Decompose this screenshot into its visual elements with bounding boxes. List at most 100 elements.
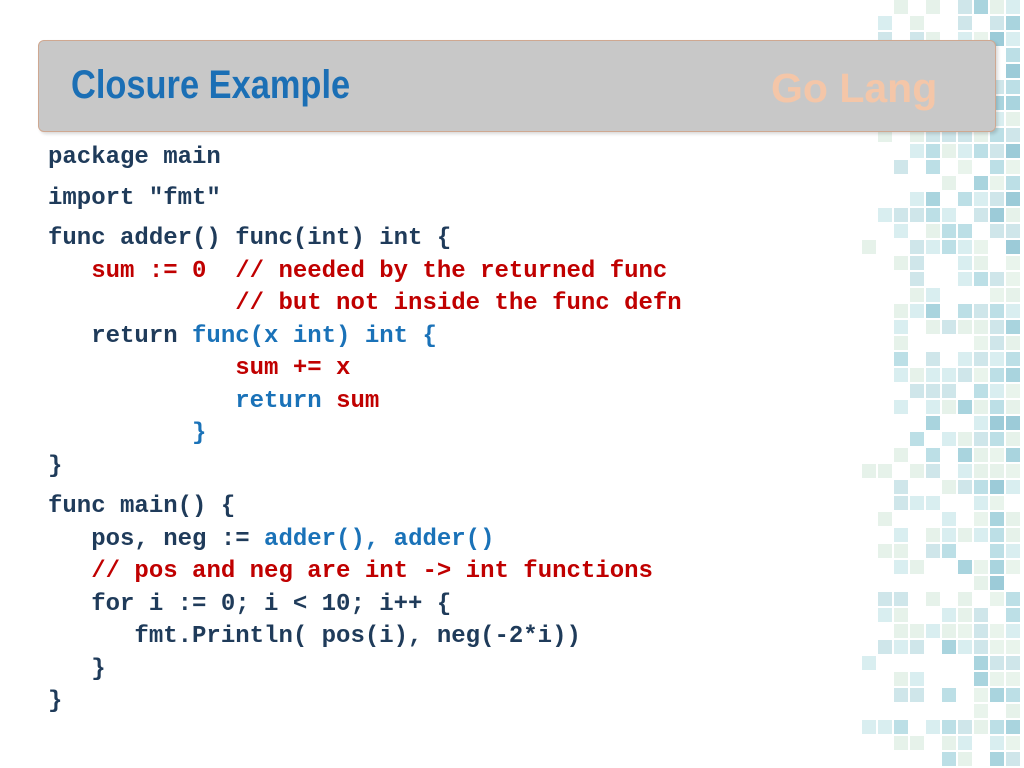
mosaic-tile — [990, 624, 1004, 638]
mosaic-tile — [974, 656, 988, 670]
mosaic-tile — [1006, 112, 1020, 126]
mosaic-tile — [894, 336, 908, 350]
mosaic-tile — [990, 496, 1004, 510]
mosaic-tile — [910, 640, 924, 654]
mosaic-tile — [1006, 288, 1020, 302]
mosaic-tile — [942, 400, 956, 414]
mosaic-tile — [990, 160, 1004, 174]
code-token: sum += x — [235, 355, 351, 382]
mosaic-tile — [926, 0, 940, 14]
mosaic-tile — [894, 736, 908, 750]
mosaic-tile — [958, 160, 972, 174]
mosaic-tile — [894, 160, 908, 174]
mosaic-tile — [942, 320, 956, 334]
mosaic-tile — [958, 640, 972, 654]
mosaic-tile — [1006, 128, 1020, 142]
mosaic-tile — [926, 208, 940, 222]
mosaic-tile — [894, 304, 908, 318]
mosaic-tile — [926, 464, 940, 478]
mosaic-tile — [894, 672, 908, 686]
mosaic-tile — [990, 656, 1004, 670]
mosaic-tile — [990, 400, 1004, 414]
mosaic-tile — [1006, 272, 1020, 286]
mosaic-tile — [894, 352, 908, 366]
mosaic-tile — [926, 368, 940, 382]
mosaic-tile — [862, 240, 876, 254]
mosaic-tile — [974, 272, 988, 286]
code-line: return sum — [48, 386, 682, 419]
mosaic-tile — [990, 464, 1004, 478]
mosaic-tile — [990, 144, 1004, 158]
mosaic-tile — [910, 144, 924, 158]
mosaic-tile — [1006, 368, 1020, 382]
mosaic-tile — [974, 352, 988, 366]
code-token: } — [48, 688, 63, 715]
mosaic-tile — [990, 16, 1004, 30]
mosaic-tile — [974, 576, 988, 590]
mosaic-tile — [1006, 304, 1020, 318]
mosaic-tile — [1006, 320, 1020, 334]
mosaic-tile — [862, 656, 876, 670]
mosaic-tile — [894, 496, 908, 510]
mosaic-tile — [1006, 192, 1020, 206]
code-token: func(x int) int { — [192, 322, 437, 350]
mosaic-tile — [974, 384, 988, 398]
mosaic-tile — [894, 256, 908, 270]
mosaic-tile — [926, 400, 940, 414]
mosaic-tile — [958, 736, 972, 750]
mosaic-tile — [974, 176, 988, 190]
code-token — [48, 355, 235, 382]
mosaic-tile — [990, 288, 1004, 302]
mosaic-tile — [862, 720, 876, 734]
mosaic-tile — [1006, 352, 1020, 366]
mosaic-tile — [894, 400, 908, 414]
mosaic-tile — [910, 208, 924, 222]
mosaic-tile — [1006, 224, 1020, 238]
code-line: fmt.Println( pos(i), neg(-2*i)) — [48, 621, 682, 654]
mosaic-tile — [958, 480, 972, 494]
mosaic-tile — [1006, 672, 1020, 686]
mosaic-tile — [894, 208, 908, 222]
mosaic-tile — [894, 720, 908, 734]
mosaic-tile — [1006, 384, 1020, 398]
mosaic-tile — [990, 352, 1004, 366]
mosaic-tile — [990, 208, 1004, 222]
mosaic-tile — [958, 608, 972, 622]
code-token: func adder() func(int) int { — [48, 225, 452, 252]
mosaic-tile — [974, 368, 988, 382]
mosaic-tile — [1006, 416, 1020, 430]
mosaic-tile — [910, 368, 924, 382]
mosaic-tile — [942, 720, 956, 734]
code-token — [48, 388, 235, 415]
mosaic-tile — [878, 464, 892, 478]
mosaic-tile — [990, 592, 1004, 606]
code-line: import "fmt" — [48, 183, 682, 216]
mosaic-tile — [974, 304, 988, 318]
mosaic-tile — [942, 640, 956, 654]
mosaic-tile — [974, 624, 988, 638]
mosaic-tile — [974, 640, 988, 654]
mosaic-tile — [958, 720, 972, 734]
mosaic-tile — [1006, 256, 1020, 270]
mosaic-tile — [1006, 720, 1020, 734]
mosaic-tile — [958, 528, 972, 542]
mosaic-tile — [926, 496, 940, 510]
code-token: } — [48, 655, 106, 683]
slide-header-bar: Closure Example Go Lang — [38, 40, 996, 132]
code-line: func adder() func(int) int { — [48, 223, 682, 256]
mosaic-tile — [1006, 160, 1020, 174]
mosaic-tile — [1006, 336, 1020, 350]
mosaic-tile — [862, 464, 876, 478]
mosaic-tile — [1006, 640, 1020, 654]
slide-title: Closure Example — [71, 63, 351, 107]
mosaic-tile — [894, 480, 908, 494]
mosaic-tile — [974, 560, 988, 574]
code-token: pos, neg := — [48, 525, 265, 553]
code-token: } — [48, 420, 207, 447]
mosaic-tile — [942, 240, 956, 254]
mosaic-tile — [878, 208, 892, 222]
code-line: pos, neg := adder(), adder() — [48, 524, 682, 557]
code-token: import "fmt" — [48, 184, 221, 212]
mosaic-tile — [926, 352, 940, 366]
code-line: } — [48, 418, 682, 451]
